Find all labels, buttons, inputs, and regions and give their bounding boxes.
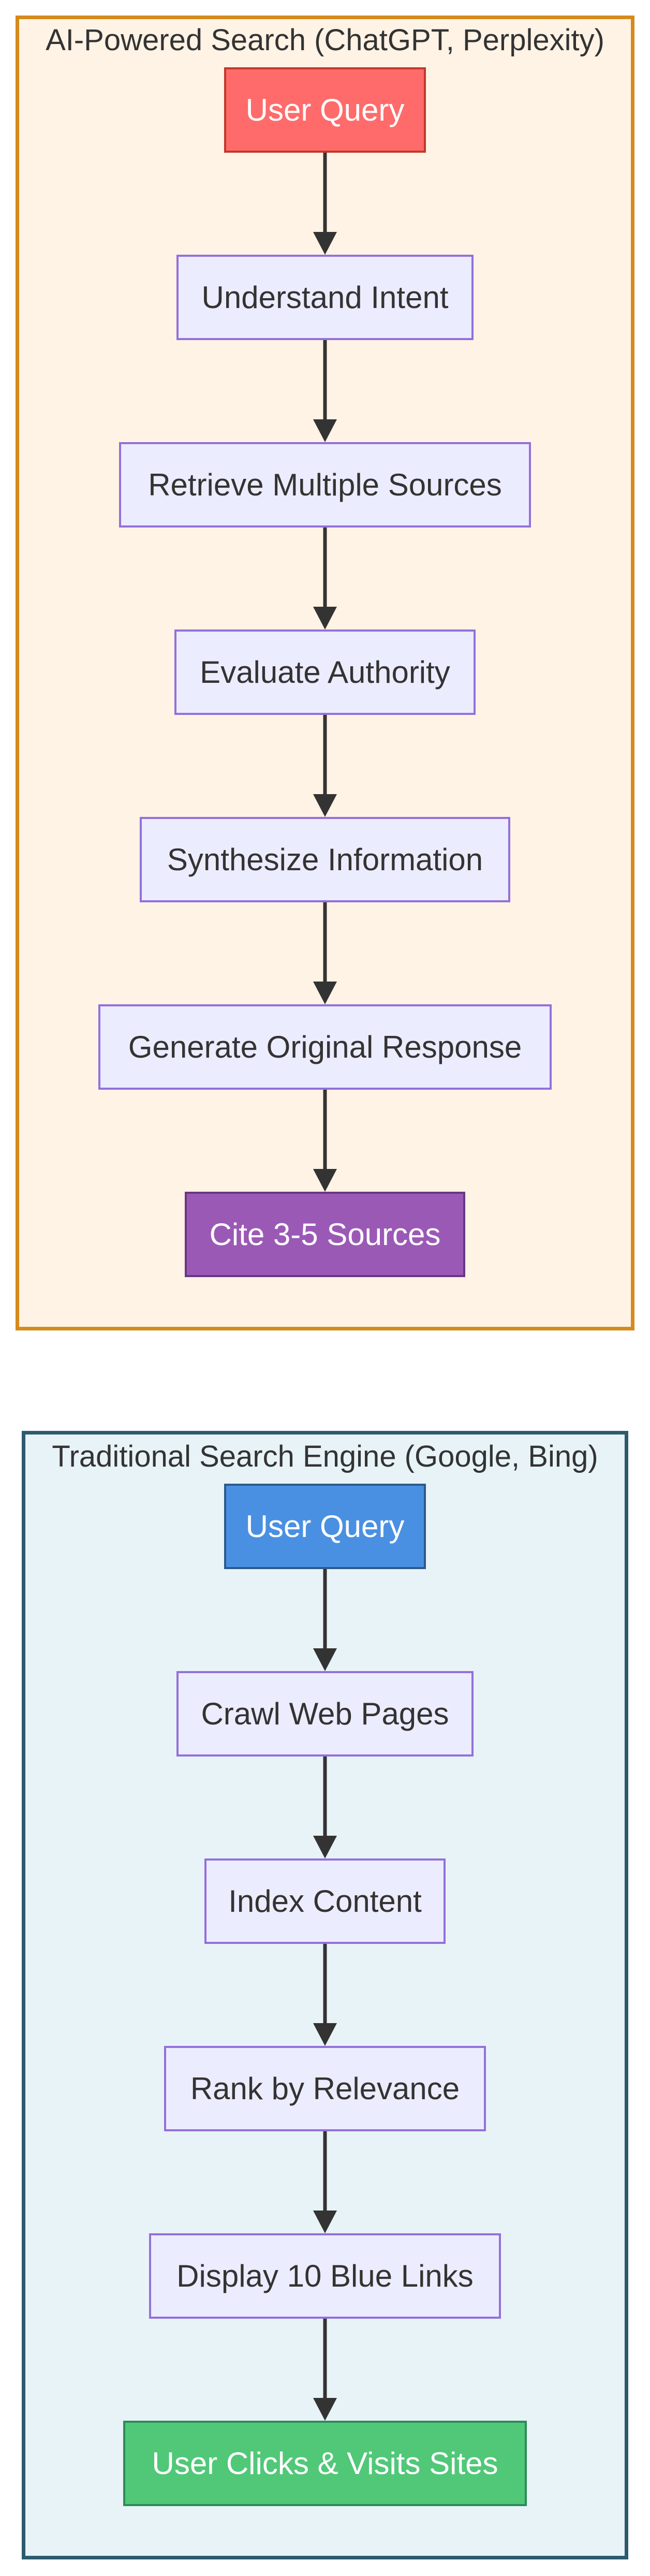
crawl-web-pages-node: Crawl Web Pages: [176, 1671, 474, 1757]
cite-sources-node: Cite 3-5 Sources: [185, 1192, 465, 1277]
flow-arrow-head: [313, 1648, 337, 1671]
flow-arrow-head: [313, 1836, 337, 1858]
traditional-search-cluster-title: Traditional Search Engine (Google, Bing): [52, 1440, 598, 1473]
flow-arrow-head: [313, 232, 337, 255]
generate-original-response-node: Generate Original Response: [98, 1004, 552, 1090]
retrieve-multiple-sources-node: Retrieve Multiple Sources: [119, 442, 531, 528]
understand-intent-node: Understand Intent: [176, 255, 474, 340]
ai-search-cluster-title: AI-Powered Search (ChatGPT, Perplexity): [46, 23, 604, 57]
rank-by-relevance-node: Rank by Relevance: [164, 2046, 486, 2131]
traditional-user-query-node: User Query: [224, 1484, 426, 1569]
index-content-node: Index Content: [204, 1858, 446, 1944]
flow-arrow-head: [313, 1169, 337, 1192]
flow-arrow-head: [313, 982, 337, 1004]
flow-arrow-head: [313, 2211, 337, 2233]
ai-user-query-node: User Query: [224, 67, 426, 153]
user-clicks-visits-node: User Clicks & Visits Sites: [123, 2421, 527, 2506]
evaluate-authority-node: Evaluate Authority: [174, 630, 476, 715]
flow-arrow-head: [313, 794, 337, 817]
flow-arrow-head: [313, 419, 337, 442]
flow-arrow-head: [313, 2023, 337, 2046]
flow-arrow-head: [313, 2398, 337, 2421]
flow-arrow-head: [313, 607, 337, 630]
synthesize-information-node: Synthesize Information: [140, 817, 510, 902]
display-blue-links-node: Display 10 Blue Links: [149, 2233, 501, 2319]
